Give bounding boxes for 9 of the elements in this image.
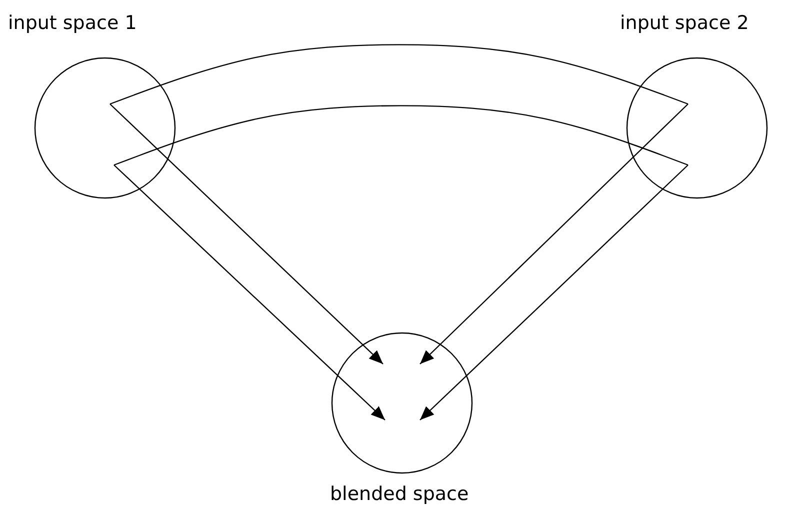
space-label: blended space xyxy=(330,483,469,505)
space-label: input space 2 xyxy=(620,12,749,34)
arrow xyxy=(420,164,688,420)
arrow xyxy=(114,164,386,420)
arrow xyxy=(110,104,384,364)
arrow xyxy=(420,104,688,364)
connector-line xyxy=(114,105,688,166)
connector-line xyxy=(110,44,688,105)
space-label: input space 1 xyxy=(8,12,137,34)
